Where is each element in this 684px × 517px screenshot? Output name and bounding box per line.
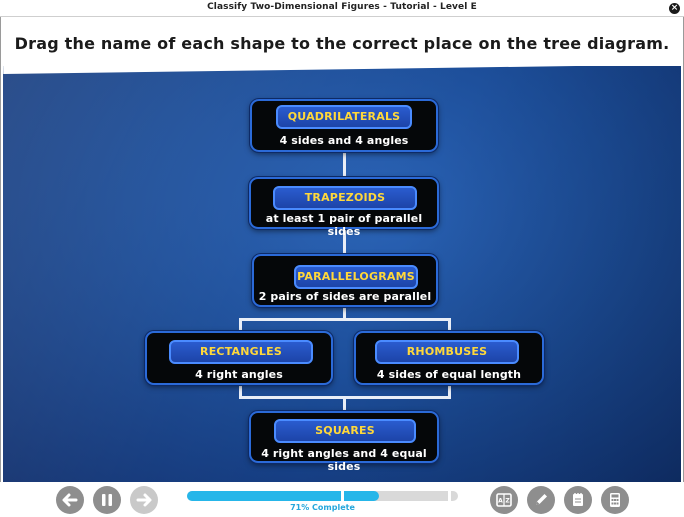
node-quadrilaterals: QUADRILATERALS 4 sides and 4 angles xyxy=(250,99,438,152)
back-icon xyxy=(62,493,78,507)
notepad-icon xyxy=(573,493,583,506)
close-button[interactable]: × xyxy=(669,3,680,14)
instruction-text: Drag the name of each shape to the corre… xyxy=(14,34,670,53)
desc-squares: 4 right angles and 4 equal sides xyxy=(261,447,427,473)
label-slot-rhombuses[interactable]: RHOMBUSES xyxy=(375,340,519,364)
glossary-icon: A Z xyxy=(496,493,512,507)
forward-button[interactable] xyxy=(130,486,158,514)
notepad-button[interactable] xyxy=(564,486,592,514)
forward-icon xyxy=(136,493,152,507)
close-icon: × xyxy=(670,3,679,13)
progress-bar xyxy=(187,490,458,502)
desc-trapezoids: at least 1 pair of parallel sides xyxy=(265,212,423,238)
node-trapezoids: TRAPEZOIDS at least 1 pair of parallel s… xyxy=(249,177,439,238)
calculator-icon xyxy=(610,493,620,507)
node-parallelograms: PARALLELOGRAMS 2 pairs of sides are para… xyxy=(252,254,438,307)
desc-quadrilaterals: 4 sides and 4 angles xyxy=(279,134,409,147)
progress-label: 71% Complete xyxy=(290,503,355,512)
svg-text:Z: Z xyxy=(505,498,510,505)
progress-segment-divider xyxy=(448,490,451,502)
label-slot-trapezoids[interactable]: TRAPEZOIDS xyxy=(273,186,417,210)
desc-parallelograms: 2 pairs of sides are parallel xyxy=(258,290,432,303)
node-squares: SQUARES 4 right angles and 4 equal sides xyxy=(249,411,439,473)
back-button[interactable] xyxy=(56,486,84,514)
label-slot-rectangles[interactable]: RECTANGLES xyxy=(169,340,313,364)
connector-to-squares xyxy=(343,396,346,412)
connector-left-drop xyxy=(239,318,242,332)
pause-icon xyxy=(102,494,112,506)
connector-right-drop xyxy=(448,318,451,332)
window-title: Classify Two-Dimensional Figures - Tutor… xyxy=(207,2,477,12)
progress-fill xyxy=(187,491,380,501)
desc-rhombuses: 4 sides of equal length xyxy=(376,368,522,381)
node-rhombuses: RHOMBUSES 4 sides of equal length xyxy=(354,331,544,385)
glossary-button[interactable]: A Z xyxy=(490,486,518,514)
pause-button[interactable] xyxy=(93,486,121,514)
label-slot-quadrilaterals[interactable]: QUADRILATERALS xyxy=(276,105,412,129)
progress-segment-divider xyxy=(341,490,344,502)
label-slot-squares[interactable]: SQUARES xyxy=(274,419,416,443)
connector-para-down xyxy=(343,306,346,320)
connector-left-rise xyxy=(239,384,242,398)
desc-rectangles: 4 right angles xyxy=(195,368,283,381)
tree-board: QUADRILATERALS 4 sides and 4 angles TRAP… xyxy=(3,66,681,482)
connector-trap-para xyxy=(343,228,346,256)
connector-quad-trap xyxy=(343,152,346,179)
connector-right-rise xyxy=(448,384,451,398)
svg-text:A: A xyxy=(498,498,503,505)
connector-upper-bar xyxy=(239,318,451,321)
node-rectangles: RECTANGLES 4 right angles xyxy=(145,331,333,385)
calculator-button[interactable] xyxy=(601,486,629,514)
pencil-icon xyxy=(536,494,547,505)
bottom-toolbar: 71% Complete A Z xyxy=(0,482,684,517)
highlighter-button[interactable] xyxy=(527,486,555,514)
title-bar: Classify Two-Dimensional Figures - Tutor… xyxy=(0,0,684,17)
label-slot-parallelograms[interactable]: PARALLELOGRAMS xyxy=(294,265,418,289)
